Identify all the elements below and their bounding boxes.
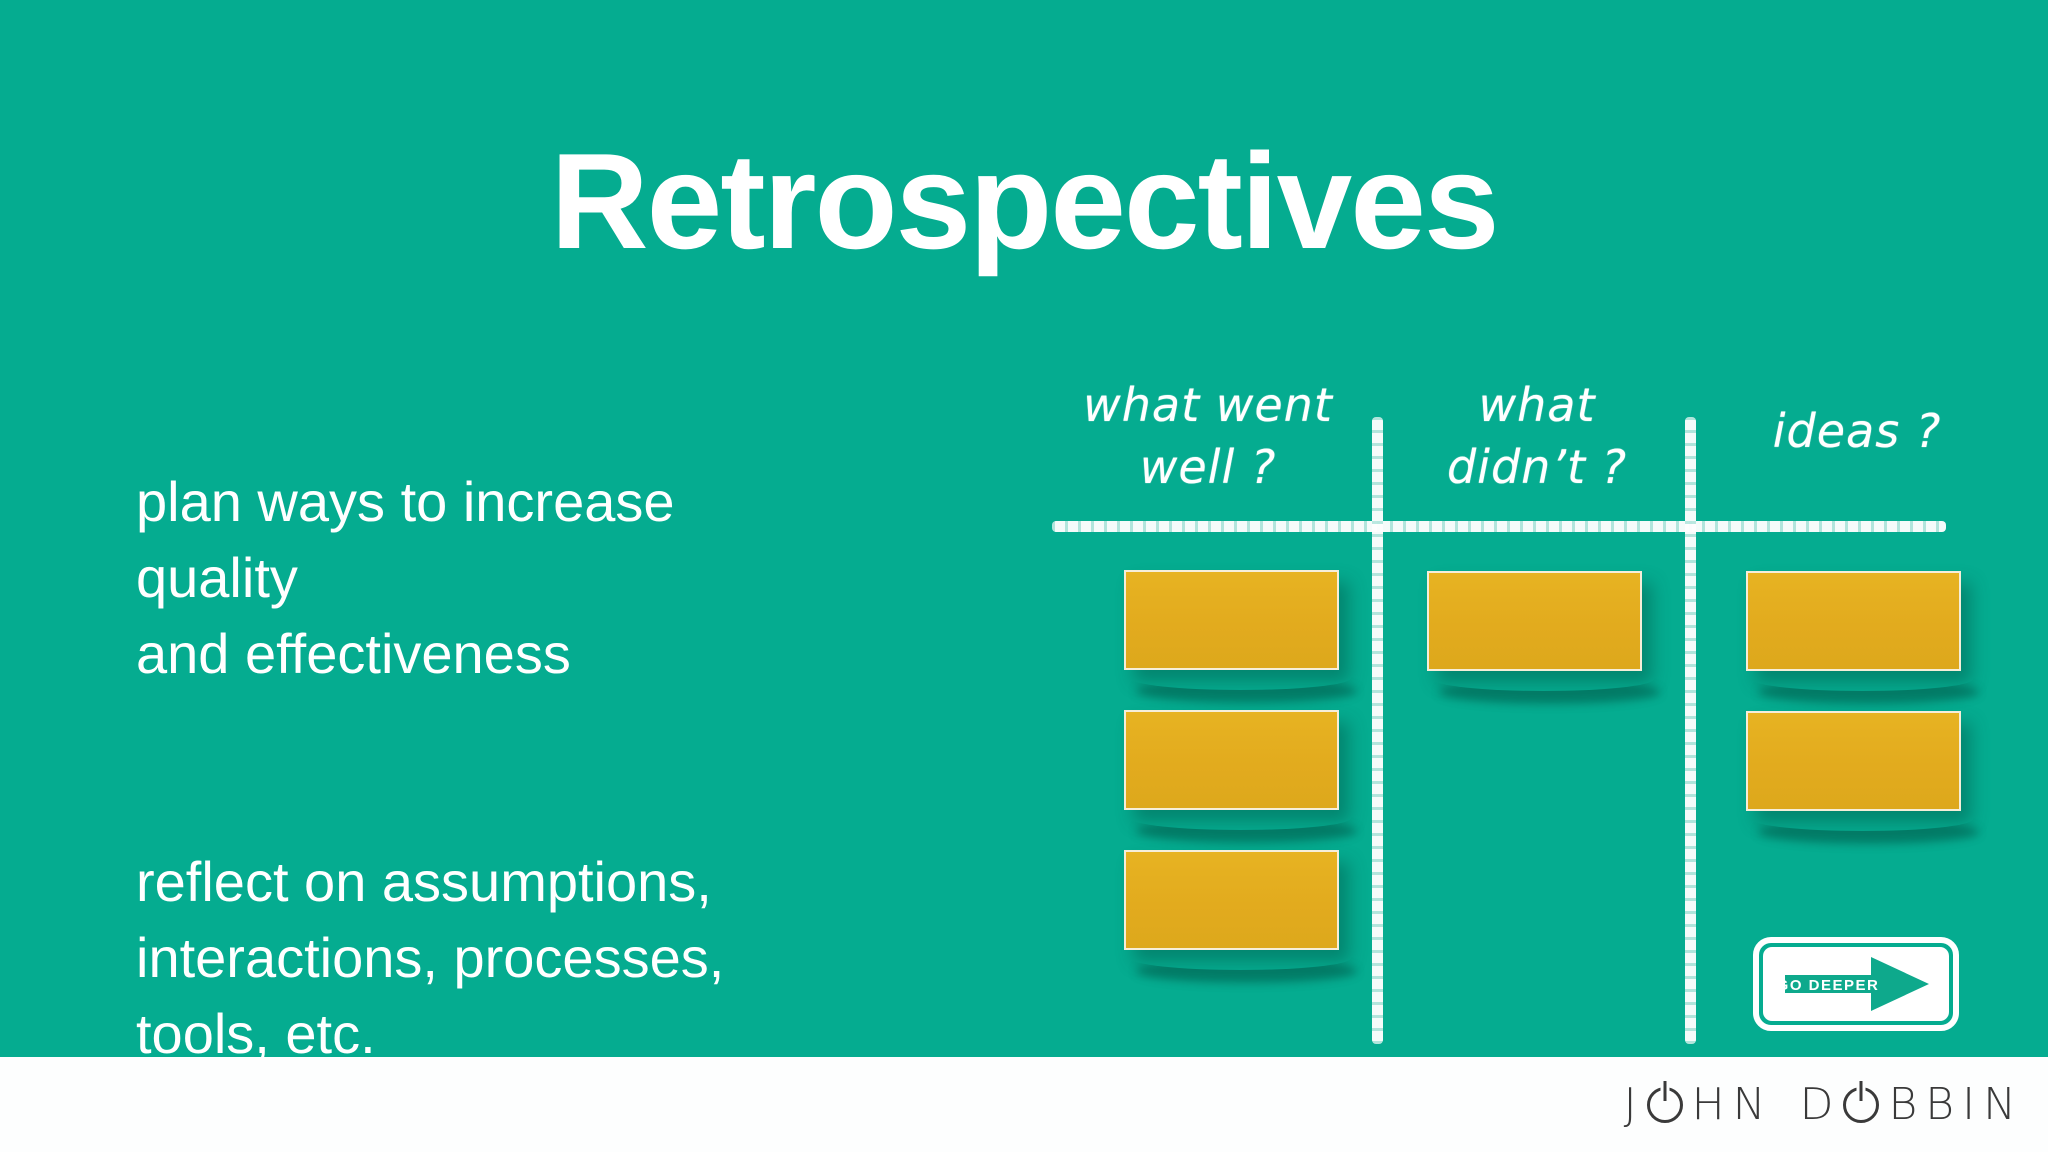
notes-column-what-didnt (1427, 571, 1642, 671)
bullet-reflect: reflect on assumptions, interactions, pr… (136, 850, 725, 1065)
logo-letters: BBIN (1888, 1079, 2024, 1130)
sticky-note (1427, 571, 1642, 671)
column-header-what-didnt: what didn’t ? (1446, 378, 1628, 494)
chalk-horizontal-line (1052, 521, 1946, 532)
power-button-o-icon (1843, 1086, 1880, 1123)
sticky-note (1746, 711, 1961, 811)
logo-letters: J (1623, 1079, 1645, 1130)
chalk-vertical-line-2 (1685, 417, 1696, 1044)
footer-bar: J HN D BBIN (0, 1057, 2048, 1152)
bullet-list: plan ways to increase quality and effect… (136, 388, 836, 1152)
sticky-note (1124, 850, 1339, 950)
bullet-plan: plan ways to increase quality and effect… (136, 470, 675, 685)
power-button-o-icon (1646, 1086, 1683, 1123)
notes-column-what-went-well (1124, 570, 1339, 950)
notes-column-ideas (1746, 571, 1961, 811)
page-title: Retrospectives (550, 125, 1499, 278)
chalk-vertical-line-1 (1372, 417, 1383, 1044)
sticky-note (1124, 710, 1339, 810)
right-arrow-icon: GO DEEPER (1777, 957, 1929, 1011)
sticky-note (1746, 571, 1961, 671)
john-dobbin-logo: J HN D BBIN (1624, 1079, 2024, 1130)
go-deeper-button[interactable]: GO DEEPER (1753, 937, 1959, 1031)
column-header-what-went-well: what went well ? (1083, 378, 1333, 494)
column-header-ideas: ideas ? (1772, 404, 1942, 458)
logo-letters: D (1799, 1079, 1842, 1130)
go-deeper-label: GO DEEPER (1777, 977, 1880, 994)
logo-letters: HN (1691, 1079, 1774, 1130)
go-deeper-sign-face: GO DEEPER (1763, 947, 1949, 1021)
sticky-note (1124, 570, 1339, 670)
